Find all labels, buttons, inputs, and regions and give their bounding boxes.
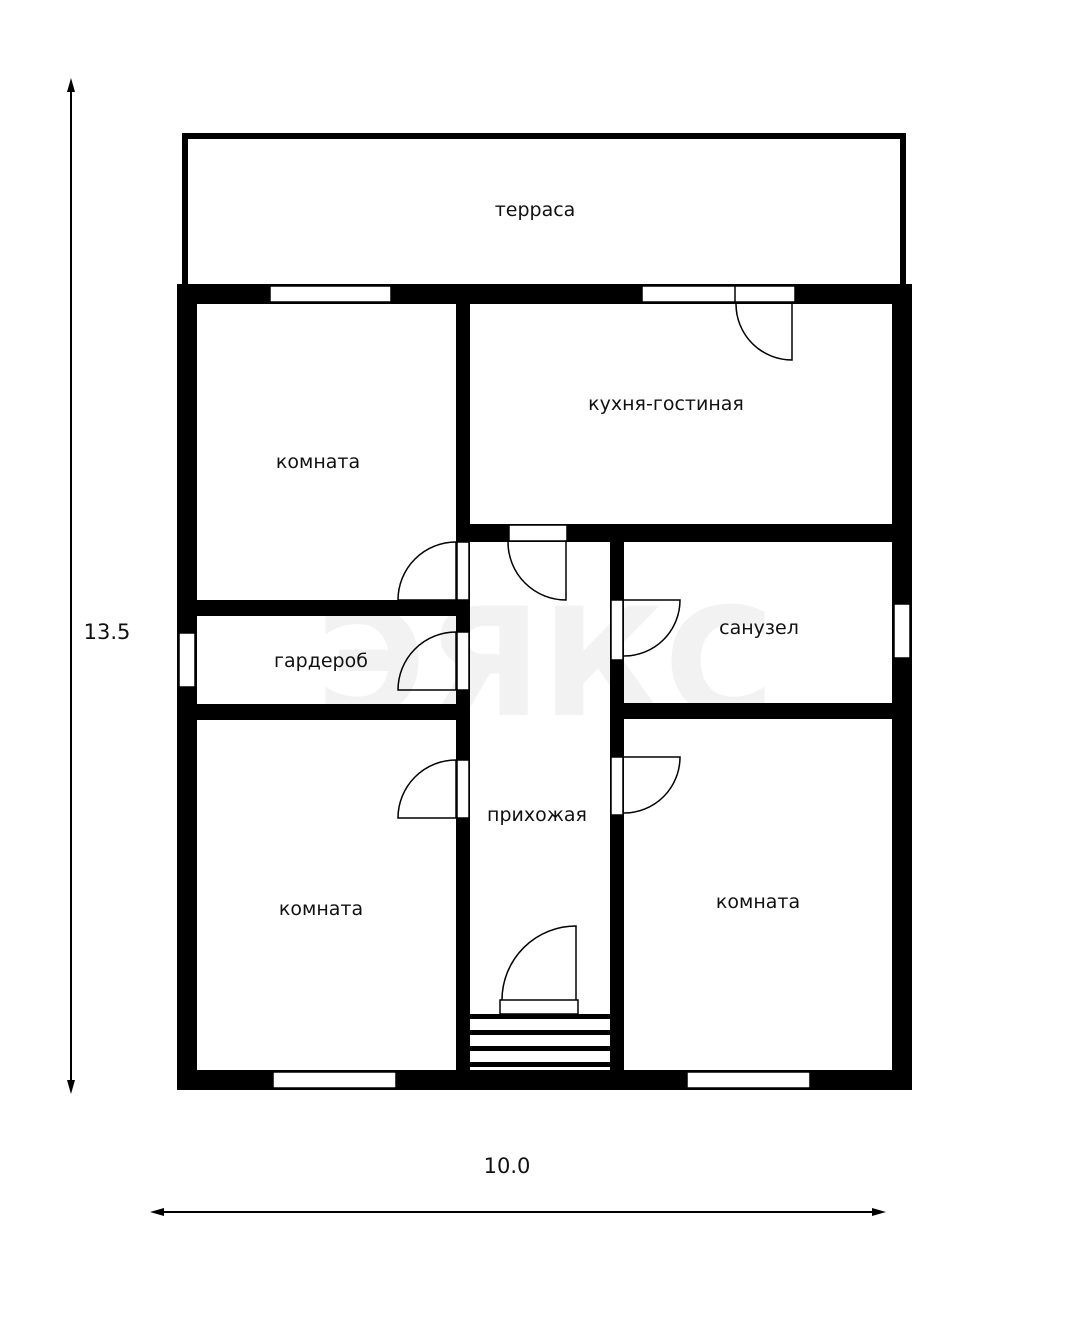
arrow-up-icon — [67, 78, 75, 92]
height-dimension — [67, 78, 75, 1094]
bathroom-label: санузел — [719, 617, 799, 639]
door-icon — [735, 303, 793, 361]
window-wardrobe — [178, 632, 196, 688]
room-bottom-right-label: комната — [716, 891, 800, 913]
entrance-steps — [468, 1014, 610, 1067]
height-dimension-label: 13.5 — [84, 620, 131, 644]
arrow-right-icon — [872, 1208, 886, 1216]
window-bottom-left — [272, 1071, 397, 1089]
kitchen-living-label: кухня-гостиная — [588, 393, 744, 415]
door-swings — [397, 303, 793, 1001]
hallway-label: прихожая — [487, 804, 587, 826]
door-openings — [456, 524, 624, 1015]
terrace-label: терраса — [495, 199, 576, 221]
door-icon — [397, 541, 457, 601]
room-top-left-label: комната — [276, 451, 360, 473]
window-top-left — [269, 285, 392, 303]
door-icon — [397, 759, 457, 819]
wardrobe-label: гардероб — [274, 650, 368, 672]
arrow-left-icon — [150, 1208, 164, 1216]
door-icon — [501, 925, 577, 1001]
windows — [178, 285, 911, 1089]
window-bottom-right — [686, 1071, 811, 1089]
door-icon — [623, 756, 681, 814]
door-icon — [623, 599, 681, 657]
width-dimension — [150, 1208, 886, 1216]
arrow-down-icon — [67, 1080, 75, 1094]
width-dimension-label: 10.0 — [484, 1154, 531, 1178]
door-icon — [397, 631, 457, 691]
window-kitchen — [641, 285, 796, 303]
room-bottom-left-label: комната — [279, 898, 363, 920]
door-icon — [507, 541, 567, 601]
window-bathroom — [893, 603, 911, 659]
terrace-outline — [182, 133, 906, 284]
